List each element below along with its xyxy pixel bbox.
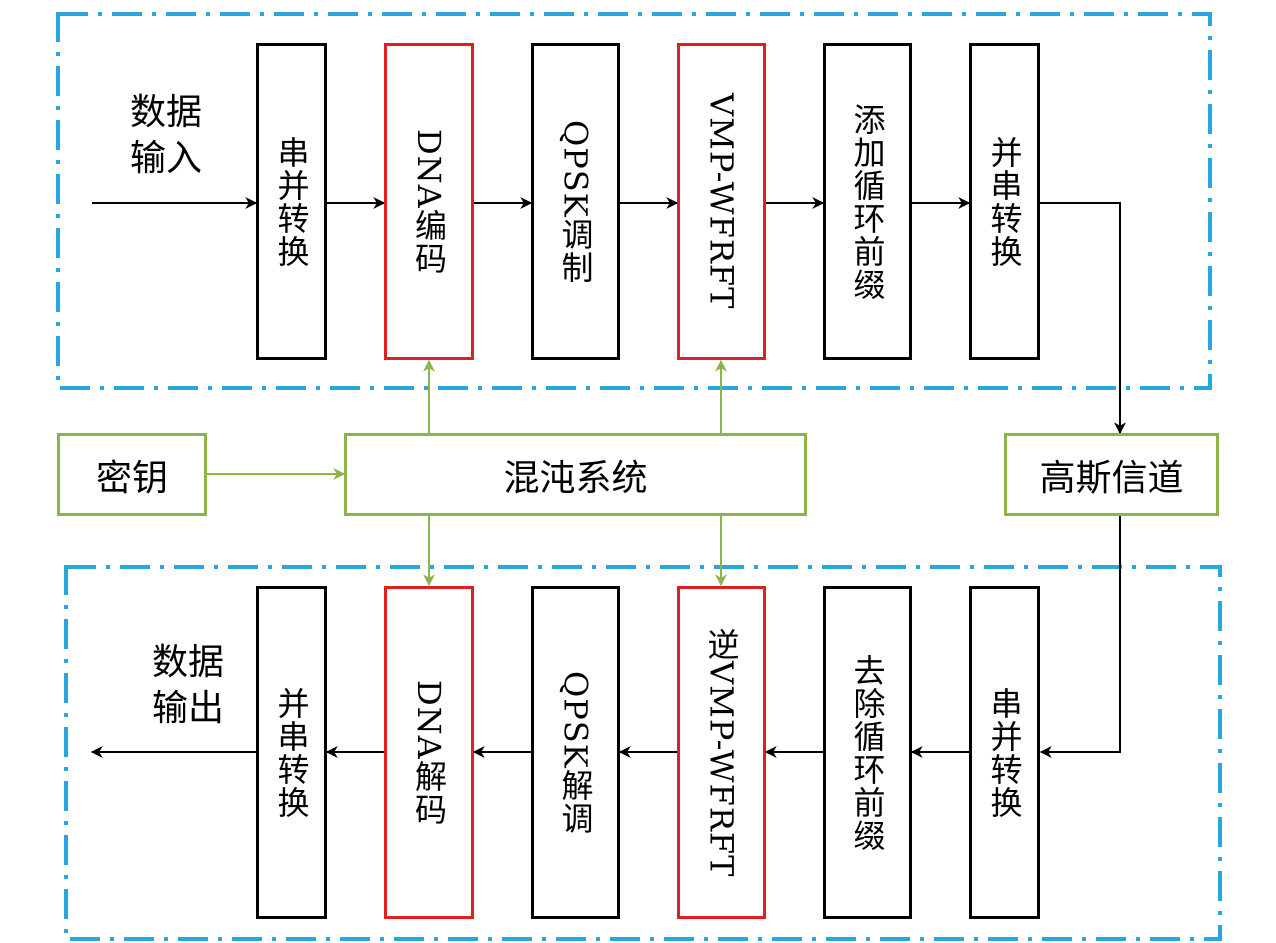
key-label: 密钥 [95, 457, 168, 499]
data-output-label: 数据 输出 [152, 640, 224, 732]
block-label: DNA编码 [410, 128, 448, 275]
data-input-line-1: 数据 [130, 92, 203, 133]
block-qpsk-demodulation: QPSK解调 [531, 586, 620, 919]
block-remove-cyclic-prefix: 去除循环前缀 [823, 586, 912, 919]
block-dna-encoding: DNA编码 [384, 43, 474, 360]
arrow-to-channel [1040, 202, 1126, 435]
block-vmp-wfrft: VMP-WFRFT [677, 43, 766, 360]
arrow-from-channel [1039, 516, 1121, 758]
receiver-frame [64, 565, 1222, 941]
block-label: 去除循环前缀 [848, 653, 887, 852]
channel-label: 高斯信道 [1039, 457, 1184, 499]
block-label: QPSK解调 [556, 670, 595, 835]
block-label: QPSK调制 [556, 119, 595, 284]
block-dna-decoding: DNA解码 [384, 586, 474, 919]
block-serial-to-parallel: 串并转换 [256, 43, 327, 360]
block-label: 并串转换 [985, 135, 1024, 268]
block-label: 添加循环前缀 [848, 102, 887, 301]
block-label: 并串转换 [272, 686, 311, 819]
block-label: VMP-WFRFT [702, 93, 741, 310]
block-key: 密钥 [57, 433, 207, 516]
block-inverse-vmp-wfrft: 逆VMP-WFRFT [677, 586, 766, 919]
block-qpsk-modulation: QPSK调制 [531, 43, 620, 360]
block-serial-to-parallel-in: 串并转换 [969, 586, 1040, 919]
block-parallel-to-serial-out: 并串转换 [256, 586, 327, 919]
data-input-label: 数据 输入 [130, 90, 202, 182]
block-label: 逆VMP-WFRFT [702, 627, 741, 878]
block-label: DNA解码 [410, 679, 448, 826]
data-output-line-1: 数据 [152, 642, 225, 683]
block-gaussian-channel: 高斯信道 [1004, 433, 1219, 516]
block-label: 串并转换 [272, 135, 311, 268]
chaos-label: 混沌系统 [503, 457, 648, 499]
block-label: 串并转换 [985, 686, 1024, 819]
block-chaos-system: 混沌系统 [344, 433, 807, 516]
block-parallel-to-serial: 并串转换 [969, 43, 1040, 360]
block-add-cyclic-prefix: 添加循环前缀 [823, 43, 912, 360]
data-input-line-2: 输入 [130, 138, 203, 179]
data-output-line-2: 输出 [152, 688, 225, 729]
transmitter-frame [56, 12, 1212, 390]
